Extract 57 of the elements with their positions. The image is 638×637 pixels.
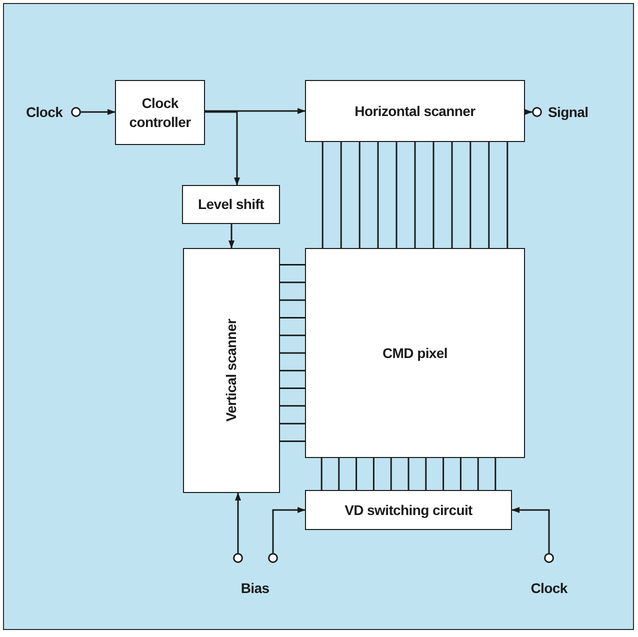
signal-line [280, 316, 305, 318]
signal-line [280, 422, 305, 424]
switching-circuit-box [305, 490, 512, 530]
signal-line [396, 142, 398, 248]
block-label: VD switching circuit [344, 500, 474, 520]
signal-line [460, 458, 462, 490]
scanner-box [183, 248, 280, 493]
signal-line [280, 352, 305, 354]
signal-line [280, 370, 305, 372]
signal-line [488, 142, 490, 248]
controller-box [115, 80, 205, 145]
signal-line [280, 388, 305, 390]
signal-line [280, 299, 305, 301]
signal-line [470, 142, 472, 248]
signal-line [280, 440, 305, 442]
signal-line [432, 142, 434, 248]
signal-line [377, 142, 379, 248]
terminal-label: Bias [240, 580, 270, 596]
signal-line [494, 458, 496, 490]
block-label: Horizontal scanner [354, 102, 476, 120]
signal-line [358, 142, 360, 248]
arrow [205, 108, 306, 114]
pixel-array-box [305, 248, 525, 458]
arrow [228, 224, 234, 248]
signal-line [477, 458, 479, 490]
signal-line [506, 142, 508, 248]
arrow [512, 507, 550, 553]
signal-line [414, 142, 416, 248]
signal-line [340, 142, 342, 248]
arrow [205, 111, 240, 186]
arrow [81, 109, 116, 115]
block-label: Clock controller [128, 94, 192, 132]
signal-line [320, 458, 322, 490]
arrow [272, 507, 306, 553]
arrow [524, 109, 532, 115]
block-label: CMD pixel [382, 344, 448, 362]
signal-line [425, 458, 427, 490]
signal-line [372, 458, 374, 490]
signal-line [280, 264, 305, 266]
signal-line [338, 458, 340, 490]
block-label: Vertical scanner [222, 319, 240, 422]
signal-line [451, 142, 453, 248]
scanner-box [305, 80, 525, 142]
signal-line [280, 405, 305, 407]
level-shift-box [182, 185, 280, 224]
signal-line [280, 334, 305, 336]
signal-line [390, 458, 392, 490]
arrow [235, 492, 241, 553]
terminal-label: Clock [26, 104, 63, 120]
signal-line [356, 458, 358, 490]
block-label: Level shift [197, 195, 266, 214]
signal-line [442, 458, 444, 490]
terminal-label: Signal [548, 104, 588, 120]
signal-line [408, 458, 410, 490]
signal-line [322, 142, 324, 248]
terminal-label: Clock [530, 580, 568, 596]
signal-line [280, 282, 305, 284]
